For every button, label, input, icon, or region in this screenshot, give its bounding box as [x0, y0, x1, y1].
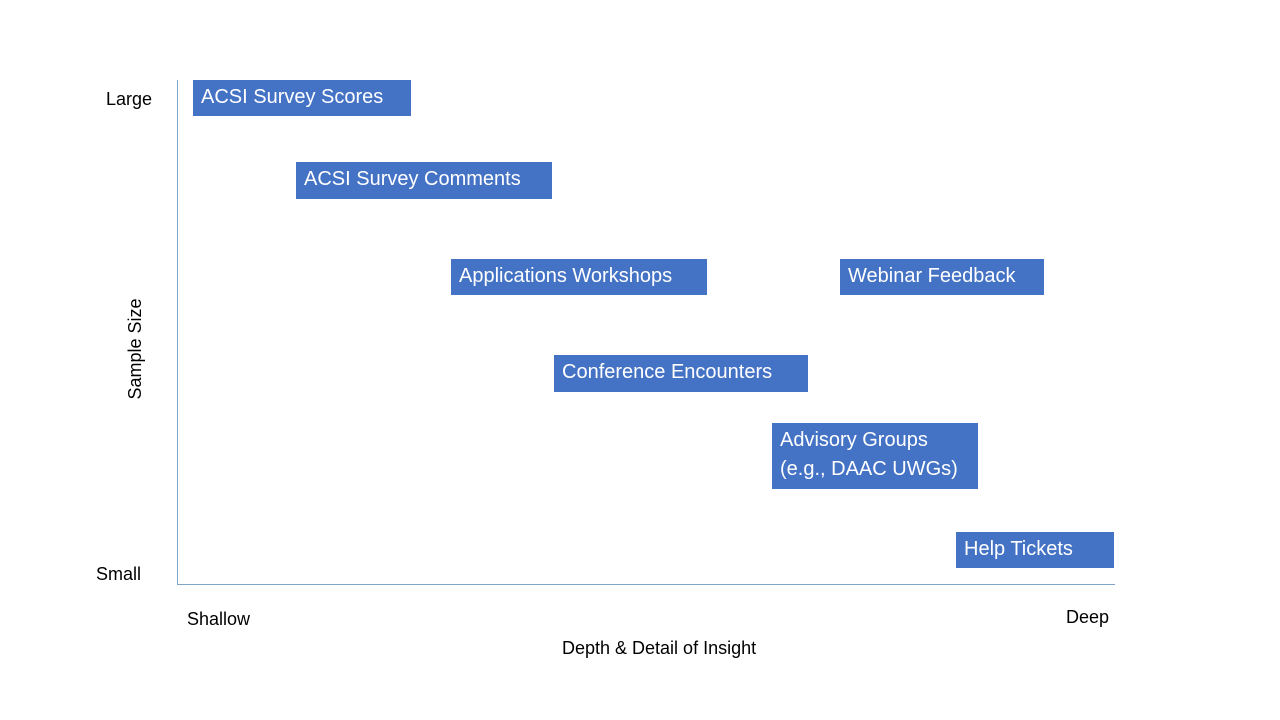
x-axis-title: Depth & Detail of Insight	[562, 638, 757, 658]
y-axis-high-label: Large	[106, 89, 153, 109]
acsi-survey-comments-box: ACSI Survey Comments	[296, 162, 552, 199]
advisory-groups-box: Advisory Groups (e.g., DAAC UWGs)	[772, 423, 978, 489]
box-label: ACSI Survey Scores	[201, 86, 384, 108]
x-axis-high-label: Deep	[1066, 607, 1110, 627]
help-tickets-box: Help Tickets	[956, 532, 1114, 568]
box-label: ACSI Survey Comments	[304, 168, 521, 190]
y-axis-line	[177, 80, 178, 585]
y-axis-title: Sample Size	[125, 298, 145, 400]
webinar-feedback-box: Webinar Feedback	[840, 259, 1044, 295]
box-label-line-2: (e.g., DAAC UWGs)	[780, 458, 958, 480]
y-axis-low-label: Small	[96, 564, 142, 584]
x-axis-low-label: Shallow	[187, 609, 251, 629]
x-axis-line	[177, 584, 1115, 585]
box-label: Webinar Feedback	[848, 265, 1016, 287]
box-label-line-1: Advisory Groups	[780, 429, 928, 451]
box-label: Applications Workshops	[459, 265, 673, 287]
box-label: Conference Encounters	[562, 361, 773, 383]
applications-workshops-box: Applications Workshops	[451, 259, 707, 295]
acsi-survey-scores-box: ACSI Survey Scores	[193, 80, 411, 116]
conference-encounters-box: Conference Encounters	[554, 355, 808, 392]
box-label: Help Tickets	[964, 538, 1073, 560]
